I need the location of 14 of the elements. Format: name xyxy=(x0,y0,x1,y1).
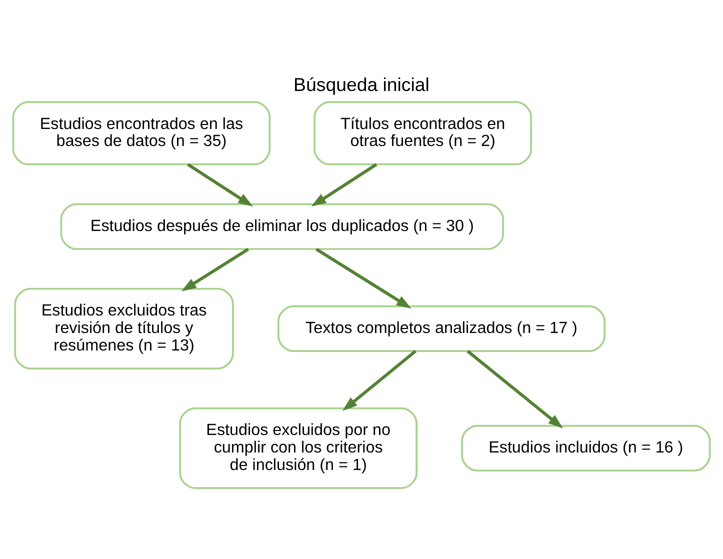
node-box: Estudios incluidos (n = 16 ) xyxy=(461,424,711,472)
arrow xyxy=(311,163,378,207)
arrow xyxy=(342,350,417,411)
arrow xyxy=(316,248,412,309)
node-box: Estudios después de eliminar los duplicados (n = 30 ) xyxy=(60,203,504,250)
node-box: Estudios excluidos por no cumplir con los criterios de inclusión (n = 1) xyxy=(179,407,418,489)
node-box: Títulos encontrados en otras fuentes (n = 2) xyxy=(314,101,532,166)
arrow xyxy=(181,248,250,292)
diagram-title: Búsqueda inicial xyxy=(294,74,430,95)
node-box: Estudios encontrados en las bases de datos (n = 35) xyxy=(12,101,271,166)
arrow xyxy=(466,350,564,428)
node-box: Estudios excluidos tras revisión de títulos y resúmenes (n = 13) xyxy=(14,288,234,370)
node-box: Textos completos analizados (n = 17 ) xyxy=(277,305,606,352)
arrow xyxy=(187,163,254,207)
